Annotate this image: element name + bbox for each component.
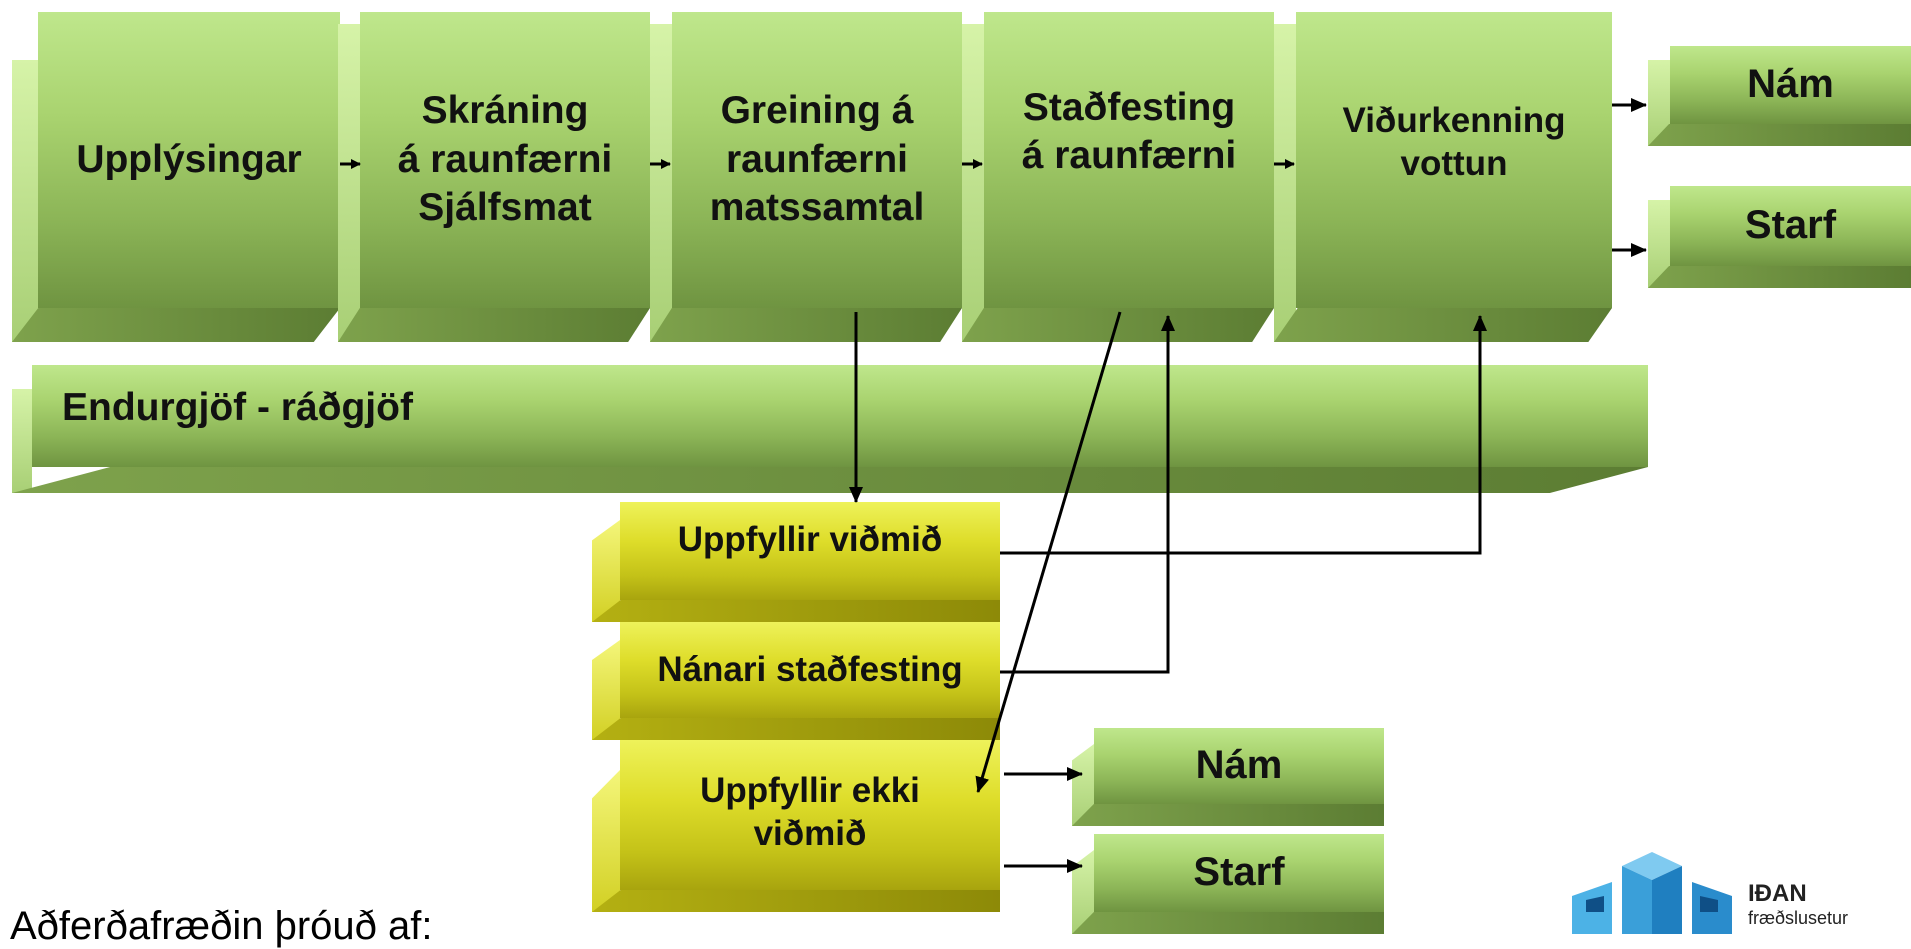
arrow-further-to-stadfesting [1000, 315, 1175, 674]
result-not-meets: Uppfyllir ekki viðmið [592, 740, 1000, 912]
step-label: Viðurkenning vottun [1342, 100, 1566, 183]
result-label: Uppfyllir viðmið [677, 520, 943, 560]
outcome-starf-top: Starf [1648, 186, 1911, 288]
result-label: Nánari staðfesting [657, 650, 963, 690]
feedback-label: Endurgjöf - ráðgjöf [62, 385, 413, 429]
step-label: Staðfesting á raunfærni [1021, 85, 1237, 177]
footer-text: Aðferðafræðin þróuð af: [10, 904, 433, 948]
outcome-label: Nám [1195, 743, 1283, 788]
outcome-label: Starf [1193, 850, 1285, 895]
idan-logo-icon [1572, 852, 1732, 934]
outcome-label: Nám [1747, 62, 1834, 107]
step-upplysingar: Upplýsingar [12, 12, 340, 342]
step-label: Upplýsingar [76, 137, 302, 181]
step-label: Skráning á raunfærni Sjálfsmat [397, 89, 613, 230]
result-meets: Uppfyllir viðmið [592, 502, 1000, 622]
result-label: Uppfyllir ekki viðmið [700, 770, 920, 853]
outcome-nam-top: Nám [1648, 46, 1911, 146]
result-further: Nánari staðfesting [592, 622, 1000, 740]
logo-subtitle: fræðslusetur [1748, 908, 1849, 928]
step-skraning: Skráning á raunfærni Sjálfsmat [338, 12, 650, 342]
step-vidurkenning: Viðurkenning vottun [1274, 12, 1612, 342]
arrow-stadfesting-to-not-meets [975, 311, 1122, 793]
step-stadfesting: Staðfesting á raunfærni [962, 12, 1274, 342]
step-label: Greining á raunfærni matssamtal [709, 89, 925, 230]
idan-logo: IÐAN fræðslusetur [1542, 852, 1911, 934]
outcome-label: Starf [1744, 203, 1837, 248]
step-greining: Greining á raunfærni matssamtal [650, 12, 962, 342]
feedback-bar: Endurgjöf - ráðgjöf [12, 365, 1648, 493]
outcome-starf-bottom: Starf [1072, 834, 1384, 934]
arrow-meets-to-vidurkenning [1000, 315, 1487, 555]
logo-name: IÐAN [1748, 880, 1807, 907]
outcome-nam-bottom: Nám [1072, 728, 1384, 826]
